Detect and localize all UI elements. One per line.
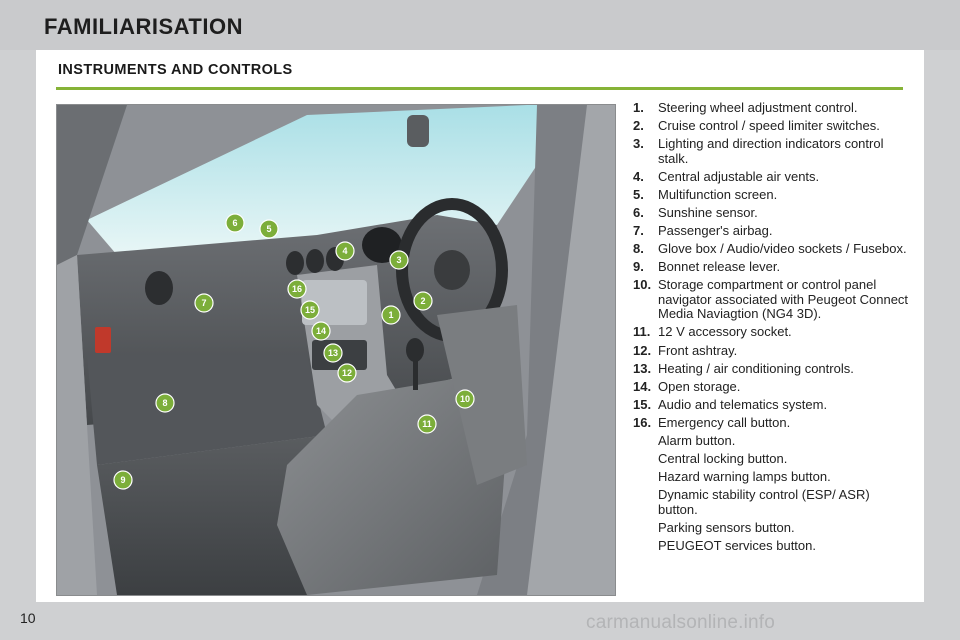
legend-item: 10. Storage compartment or control panel …: [633, 278, 913, 322]
callout-number: 3: [396, 255, 401, 265]
callout-number: 5: [266, 224, 271, 234]
legend-item-number: 9.: [633, 259, 644, 275]
legend-item: 15. Audio and telematics system.: [633, 396, 913, 413]
callout-number: 10: [460, 394, 470, 404]
callout-badge: 1: [381, 305, 401, 325]
callout-badge: 10: [455, 389, 475, 409]
callout-badge: 7: [194, 293, 214, 313]
legend-item-number: 15.: [633, 396, 652, 412]
legend-item-number: 12.: [633, 342, 652, 358]
callout-badge: 9: [113, 470, 133, 490]
legend-subitem: Dynamic stability control (ESP/ ASR) but…: [658, 487, 870, 517]
legend-subitem: PEUGEOT services button.: [658, 537, 816, 553]
legend-item: 4. Central adjustable air vents.: [633, 168, 913, 185]
callout-number: 15: [305, 305, 315, 315]
callout-number: 4: [342, 246, 347, 256]
legend-item: 9. Bonnet release lever.: [633, 260, 913, 275]
legend-item: 8. Glove box / Audio/video sockets / Fuse…: [633, 241, 913, 257]
legend-subitem: Central locking button.: [658, 451, 788, 467]
callout-badge: 3: [389, 250, 409, 270]
legend-item-text: Multifunction screen.: [658, 186, 778, 202]
legend-item-number: 3.: [633, 136, 644, 152]
callout-number: 14: [316, 326, 326, 336]
page-title: FAMILIARISATION: [44, 14, 243, 39]
callout-number: 9: [120, 475, 125, 485]
callout-number: 13: [328, 348, 338, 358]
legend-list: 1. Steering wheel adjustment control. 2. Cr…: [633, 100, 913, 557]
section-title: INSTRUMENTS AND CONTROLS: [58, 62, 293, 78]
legend-item-number: 10.: [633, 277, 652, 293]
callout-number: 6: [232, 218, 237, 228]
legend-item-number: 13.: [633, 360, 652, 376]
legend-item: 13. Heating / air conditioning controls.: [633, 360, 913, 377]
legend-item-text: Heating / air conditioning controls.: [658, 360, 854, 376]
legend-item-text: Storage compartment or control panel nav…: [658, 277, 909, 322]
callout-badge: 6: [225, 213, 245, 233]
callout-number: 8: [162, 398, 167, 408]
callout-number: 16: [292, 284, 302, 294]
legend-item: 7. Passenger's airbag.: [633, 223, 913, 239]
callout-badge: 16: [287, 279, 307, 299]
callout-badge: 8: [155, 393, 175, 413]
section-divider: [56, 87, 903, 90]
callout-badge: 12: [337, 363, 357, 383]
page-number: 10: [20, 610, 36, 626]
legend-item-number: 14.: [633, 378, 652, 394]
legend-item: 11. 12 V accessory socket.: [633, 325, 913, 340]
legend-item-number: 2.: [633, 118, 644, 134]
legend-item-number: 7.: [633, 223, 644, 239]
legend-subitem: Alarm button.: [658, 433, 736, 448]
callout-badge: 14: [311, 321, 331, 341]
callout-number: 1: [388, 310, 393, 320]
legend-item-text: Lighting and direction indicators contro…: [658, 136, 884, 166]
legend-item-text: Front ashtray.: [658, 342, 738, 358]
header-band: [0, 0, 960, 50]
callout-number: 11: [422, 419, 432, 429]
callout-number: 12: [342, 368, 352, 378]
legend-item-text: Central adjustable air vents.: [658, 168, 820, 184]
legend-item-text: Cruise control / speed limiter switches.: [658, 118, 880, 134]
callout-badge: 13: [323, 343, 343, 363]
legend-item-text: Glove box / Audio/video sockets / Fusebo…: [658, 241, 907, 257]
legend-item-number: 4.: [633, 168, 644, 184]
legend-item: 5. Multifunction screen.: [633, 186, 913, 203]
watermark: carmanualsonline.info: [586, 612, 776, 633]
legend-item: 2. Cruise control / speed limiter switche…: [633, 118, 913, 134]
legend-item-text: Passenger's airbag.: [658, 223, 773, 239]
legend-subitem: Parking sensors button.: [658, 519, 795, 535]
callout-badge: 2: [413, 291, 433, 311]
legend-item-text: Emergency call button.: [658, 414, 791, 430]
legend-subitem: Hazard warning lamps button.: [658, 469, 831, 485]
callout-badge: 11: [417, 414, 437, 434]
legend-item-text: 12 V accessory socket.: [658, 324, 792, 340]
legend-item-text: Audio and telematics system.: [658, 396, 828, 412]
legend-item-number: 16.: [633, 414, 652, 430]
legend-item: 1. Steering wheel adjustment control.: [633, 100, 913, 116]
legend-item-text: Steering wheel adjustment control.: [658, 100, 858, 115]
callout-badge: 5: [259, 219, 279, 239]
legend-item-number: 6.: [633, 204, 644, 220]
legend-item: 6. Sunshine sensor.: [633, 204, 913, 221]
callout-number: 7: [201, 298, 206, 308]
legend-item-number: 11.: [633, 324, 651, 340]
legend-item-text: Sunshine sensor.: [658, 204, 758, 220]
legend-item-number: 1.: [633, 100, 644, 115]
callout-badge: 4: [335, 241, 355, 261]
legend-item: 12. Front ashtray.: [633, 342, 913, 359]
callout-badge: 15: [300, 300, 320, 320]
legend-item: 3. Lighting and direction indicators cont…: [633, 137, 913, 166]
legend-item-number: 8.: [633, 241, 644, 257]
legend-item-number: 5.: [633, 186, 644, 202]
legend-item-text: Bonnet release lever.: [658, 259, 781, 275]
callout-number: 2: [420, 296, 425, 306]
legend-item-text: Open storage.: [658, 378, 741, 394]
legend-item: 16. Emergency call button.: [633, 414, 913, 431]
legend-item: 14. Open storage.: [633, 378, 913, 395]
